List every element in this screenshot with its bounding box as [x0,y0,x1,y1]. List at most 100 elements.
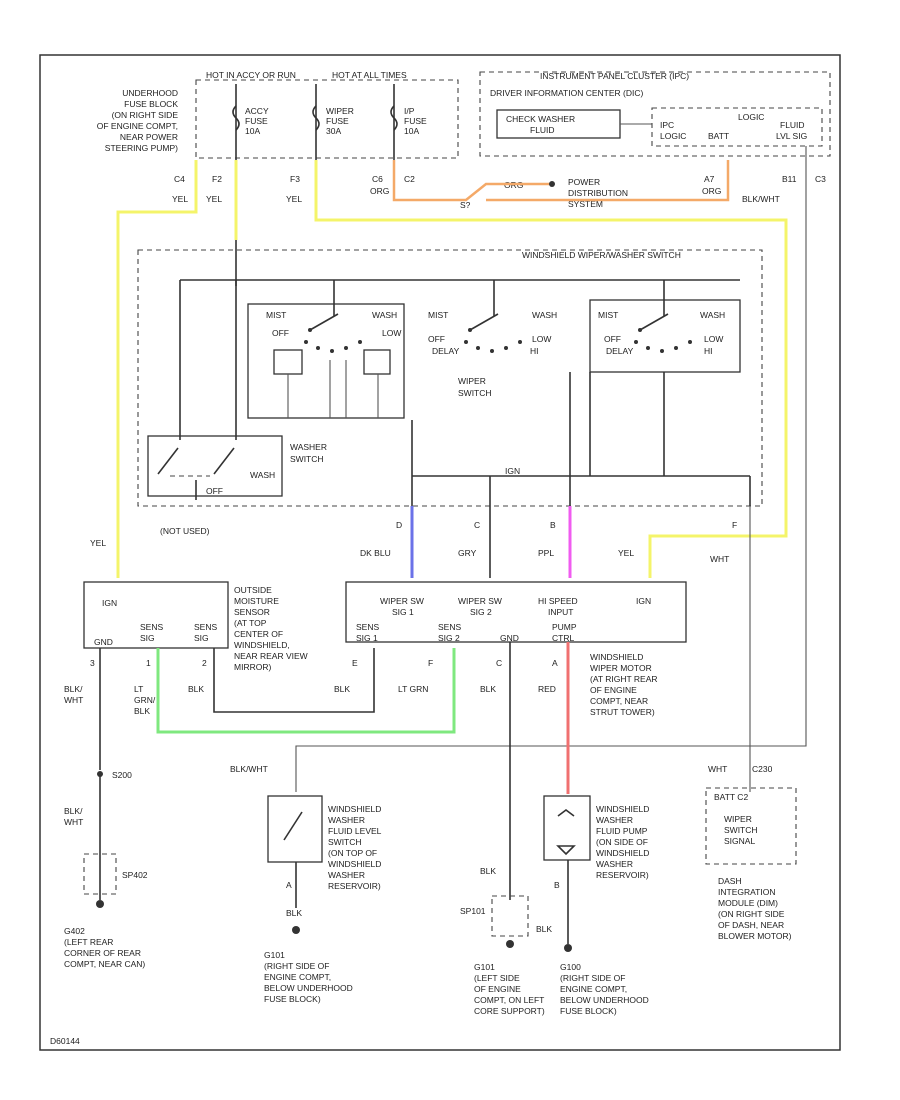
wire-blk-wht-mid: BLK/WHT [230,764,268,774]
svg-text:SIG: SIG [140,633,155,643]
wiper-contacts-3 [634,340,692,353]
svg-text:B: B [550,520,556,530]
wiper-switch-label: WIPER [458,376,486,386]
wire-blk-1: BLK [188,684,204,694]
svg-text:OF ENGINE: OF ENGINE [474,984,521,994]
lt-grn-wire [156,648,456,734]
svg-text:WINDSHIELD: WINDSHIELD [590,652,643,662]
svg-text:BATT C2: BATT C2 [714,792,748,802]
svg-text:BATT: BATT [708,131,729,141]
svg-text:C: C [474,520,480,530]
svg-text:(RIGHT SIDE OF: (RIGHT SIDE OF [560,973,626,983]
wire-red: RED [538,684,556,694]
svg-text:IGN: IGN [636,596,651,606]
pin-a7: A7 [704,174,715,184]
svg-text:1: 1 [146,658,151,668]
svg-text:WIPER SW: WIPER SW [458,596,502,606]
svg-text:FUSE BLOCK): FUSE BLOCK) [560,1006,617,1016]
wire-org-1: ORG [370,186,389,196]
wire-blk-wht-a: BLK/ [64,684,83,694]
svg-text:WASH: WASH [532,310,557,320]
svg-text:10A: 10A [404,126,419,136]
svg-text:UNDERHOOD: UNDERHOOD [122,88,178,98]
wire-lt-grn2: LT GRN [398,684,428,694]
svg-text:MODULE (DIM): MODULE (DIM) [718,898,778,908]
svg-text:SIG 2: SIG 2 [470,607,492,617]
wire-blk-4: BLK [286,908,302,918]
svg-text:(ON SIDE OF: (ON SIDE OF [596,837,648,847]
orange-wire [392,160,552,202]
svg-text:LOW: LOW [532,334,551,344]
svg-text:WINDSHIELD,: WINDSHIELD, [234,640,290,650]
outside-moisture-sensor: IGN GND SENS SIG SENS SIG OUTSIDE MOISTU… [83,581,308,672]
svg-text:(ON TOP OF: (ON TOP OF [328,848,377,858]
svg-text:MIST: MIST [428,310,448,320]
svg-text:SENS: SENS [140,622,163,632]
wiper-contacts-1 [304,340,362,353]
svg-text:WASHER: WASHER [328,815,365,825]
svg-text:DRIVER INFORMATION CENTER (DIC: DRIVER INFORMATION CENTER (DIC) [490,88,643,98]
svg-text:SWITCH: SWITCH [458,388,492,398]
diagram-border [39,54,841,1051]
svg-text:LVL SIG: LVL SIG [776,131,807,141]
svg-text:CTRL: CTRL [552,633,574,643]
wiper-fuse: WIPER FUSE 30A [312,105,354,136]
svg-text:DELAY: DELAY [432,346,460,356]
svg-text:SENS: SENS [194,622,217,632]
svg-text:OF ENGINE: OF ENGINE [590,685,637,695]
svg-text:FLUID LEVEL: FLUID LEVEL [328,826,382,836]
wire-yel-2: YEL [206,194,222,204]
svg-text:SIG 1: SIG 1 [356,633,378,643]
svg-text:PUMP: PUMP [552,622,577,632]
svg-text:WIPER SW: WIPER SW [380,596,424,606]
wire-wht-1: WHT [710,554,729,564]
svg-text:COMPT, NEAR: COMPT, NEAR [590,696,648,706]
wire-yel-1: YEL [172,194,188,204]
ground-g101-label: G101 [264,950,285,960]
svg-text:HI: HI [704,346,713,356]
ground-g101b-label: G101 [474,962,495,972]
svg-text:WINDSHIELD: WINDSHIELD [328,859,381,869]
svg-text:RESERVOIR): RESERVOIR) [596,870,649,880]
svg-text:OUTSIDE: OUTSIDE [234,585,272,595]
splice-pack-sp101: SP101 [460,895,529,937]
wire-wht-2: WHT [708,764,727,774]
svg-text:OFF: OFF [604,334,621,344]
ip-fuse: I/P FUSE 10A [390,105,427,136]
svg-text:FUSE BLOCK): FUSE BLOCK) [264,994,321,1004]
svg-text:(LEFT REAR: (LEFT REAR [64,937,113,947]
svg-text:ENGINE COMPT,: ENGINE COMPT, [560,984,627,994]
svg-text:(RIGHT SIDE OF: (RIGHT SIDE OF [264,961,330,971]
svg-text:SP402: SP402 [122,870,148,880]
svg-text:(LEFT SIDE: (LEFT SIDE [474,973,520,983]
ground-g402-icon [96,900,104,908]
svg-text:B: B [554,880,560,890]
svg-text:OF ENGINE COMPT,: OF ENGINE COMPT, [97,121,178,131]
svg-text:SIG 1: SIG 1 [392,607,414,617]
svg-text:DISTRIBUTION: DISTRIBUTION [568,188,628,198]
yellow-wire-right [314,160,788,578]
svg-text:2: 2 [202,658,207,668]
blk-wht-ipc-wire [295,146,807,792]
pin-c3: C3 [815,174,826,184]
dash-integration-module: BATT C2 WIPER SWITCH SIGNAL [705,787,797,865]
svg-text:SIG 2: SIG 2 [438,633,460,643]
wiper-washer-switch: WINDSHIELD WIPER/WASHER SWITCH MIST WASH… [137,240,763,507]
svg-text:WINDSHIELD: WINDSHIELD [596,804,649,814]
svg-text:IPC: IPC [660,120,674,130]
svg-text:ACCY: ACCY [245,106,269,116]
svg-text:WASHER: WASHER [596,859,633,869]
connector-c230: C230 [752,764,773,774]
svg-text:SIG: SIG [194,633,209,643]
svg-text:FLUID PUMP: FLUID PUMP [596,826,648,836]
svg-text:SENSOR: SENSOR [234,607,270,617]
wire-blk-5: BLK [480,866,496,876]
pin-c4: C4 [174,174,185,184]
svg-text:HI: HI [530,346,539,356]
svg-text:COMPT, NEAR CAN): COMPT, NEAR CAN) [64,959,145,969]
svg-text:OF DASH, NEAR: OF DASH, NEAR [718,920,784,930]
wire-yel-3: YEL [286,194,302,204]
washer-fluid-pump: WINDSHIELD WASHER FLUID PUMP (ON SIDE OF… [543,795,649,944]
wire-blk-wht-b: BLK/ [64,806,83,816]
wire-yel-5: YEL [90,538,106,548]
